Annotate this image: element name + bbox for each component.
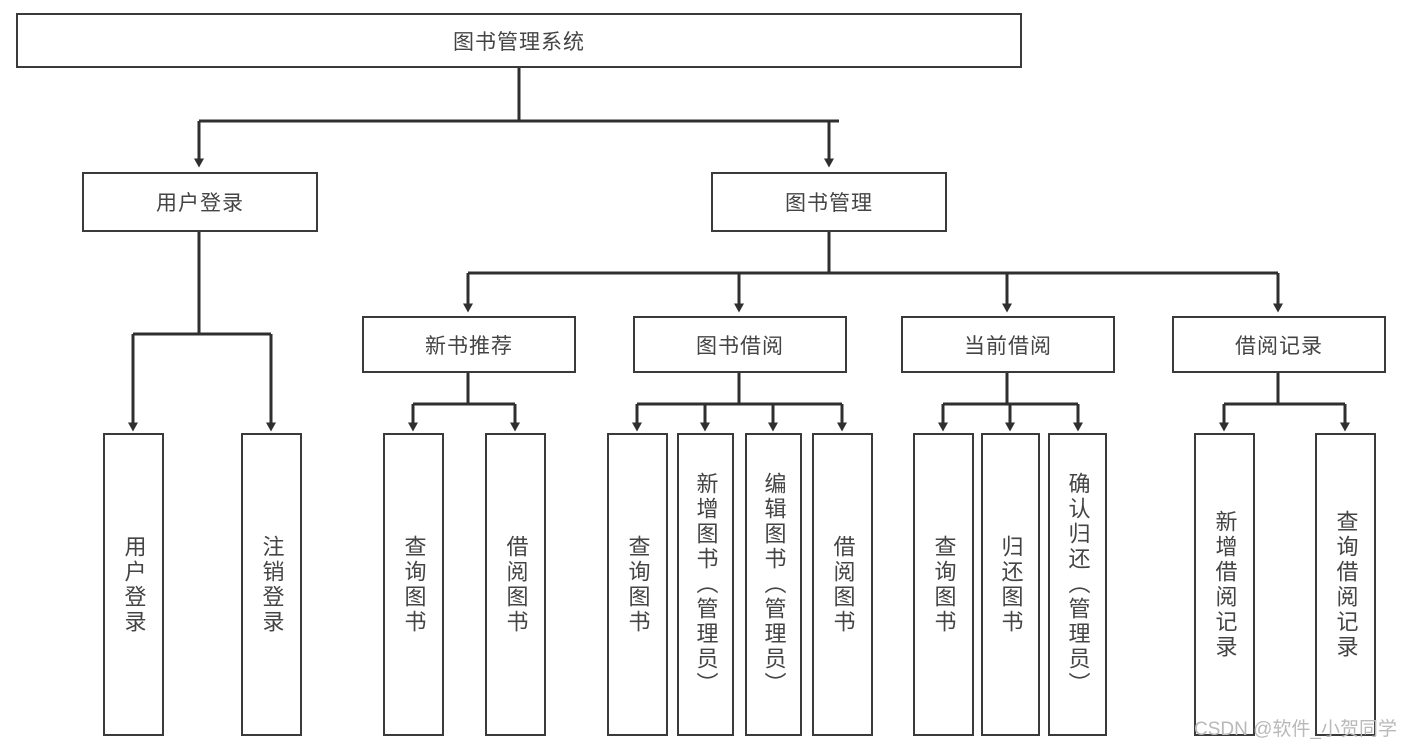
leaf-borrow-record-2[interactable]: 查询借阅记录 [1315, 433, 1376, 736]
node-book-management-label: 图书管理 [785, 192, 873, 215]
leaf-new-book-1[interactable]: 查询图书 [383, 433, 444, 736]
node-borrow-record-label: 借阅记录 [1235, 334, 1323, 358]
leaf-label: 查询借阅记录 [1333, 509, 1359, 660]
node-borrow-record[interactable]: 借阅记录 [1172, 316, 1386, 373]
leaf-label: 借阅图书 [503, 534, 529, 635]
leaf-user-login-1[interactable]: 用户登录 [103, 433, 164, 736]
leaf-label: 编辑图书（管理员） [761, 472, 787, 697]
node-root[interactable]: 图书管理系统 [16, 13, 1022, 68]
node-current-borrow-label: 当前借阅 [964, 334, 1052, 358]
node-user-login[interactable]: 用户登录 [82, 172, 318, 232]
node-new-book-recommend-label: 新书推荐 [425, 334, 513, 358]
leaf-label: 用户登录 [121, 534, 147, 635]
leaf-book-borrow-1[interactable]: 查询图书 [607, 433, 668, 736]
node-book-management[interactable]: 图书管理 [711, 172, 947, 232]
leaf-book-borrow-3[interactable]: 编辑图书（管理员） [745, 433, 802, 736]
node-user-login-label: 用户登录 [156, 192, 244, 215]
leaf-current-borrow-2[interactable]: 归还图书 [981, 433, 1040, 736]
node-book-borrow[interactable]: 图书借阅 [633, 316, 847, 373]
leaf-current-borrow-3[interactable]: 确认归还（管理员） [1048, 433, 1107, 736]
watermark-text: CSDN @软件_小贺同学 [1194, 719, 1397, 740]
leaf-label: 新增图书（管理员） [693, 472, 719, 697]
leaf-book-borrow-4[interactable]: 借阅图书 [812, 433, 873, 736]
leaf-book-borrow-2[interactable]: 新增图书（管理员） [677, 433, 734, 736]
leaf-label: 归还图书 [998, 534, 1024, 635]
leaf-label: 查询图书 [401, 534, 427, 635]
leaf-user-login-2[interactable]: 注销登录 [241, 433, 302, 736]
node-current-borrow[interactable]: 当前借阅 [901, 316, 1115, 373]
node-root-label: 图书管理系统 [453, 30, 585, 54]
leaf-label: 确认归还（管理员） [1065, 472, 1091, 697]
leaf-label: 注销登录 [259, 534, 285, 635]
node-new-book-recommend[interactable]: 新书推荐 [362, 316, 576, 373]
leaf-label: 查询图书 [931, 534, 957, 635]
leaf-label: 新增借阅记录 [1212, 509, 1238, 660]
leaf-borrow-record-1[interactable]: 新增借阅记录 [1194, 433, 1255, 736]
leaf-new-book-2[interactable]: 借阅图书 [485, 433, 546, 736]
leaf-label: 查询图书 [625, 534, 651, 635]
leaf-current-borrow-1[interactable]: 查询图书 [913, 433, 974, 736]
node-book-borrow-label: 图书借阅 [696, 334, 784, 358]
leaf-label: 借阅图书 [830, 534, 856, 635]
